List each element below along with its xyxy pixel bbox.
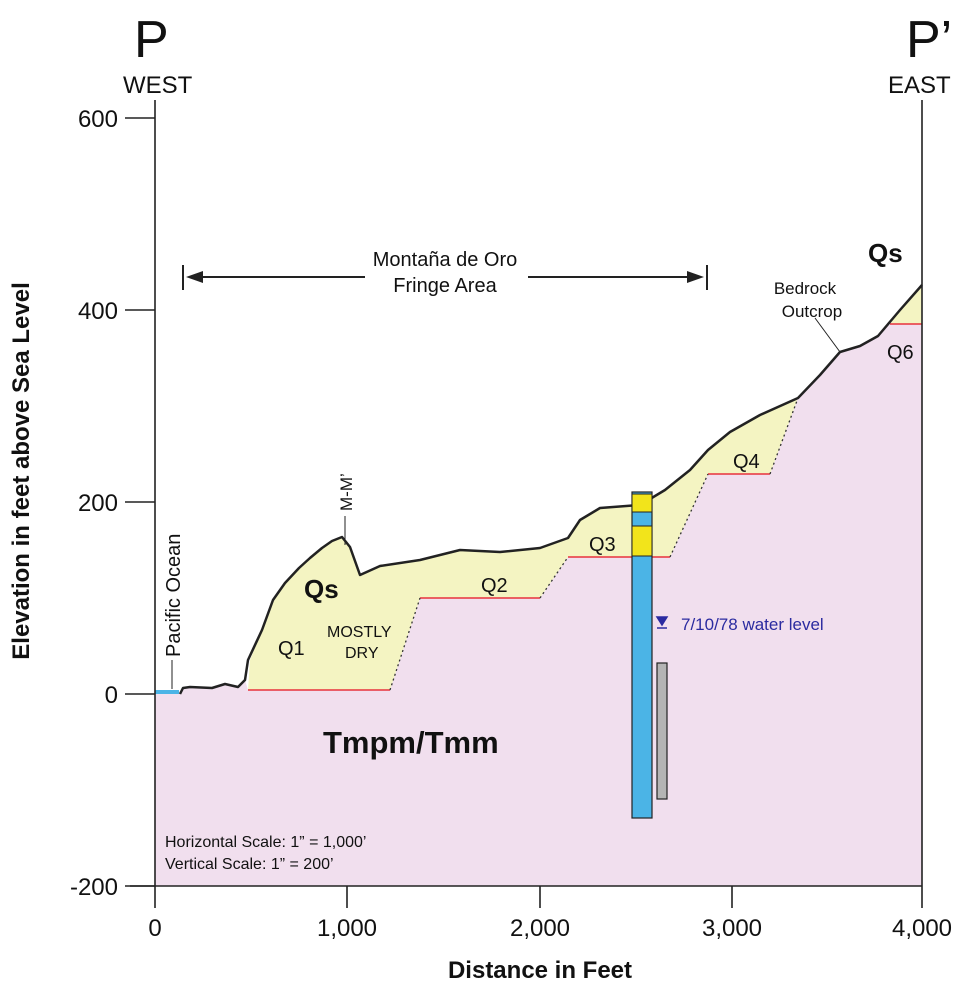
- fringe-area-arrow: [182, 265, 708, 290]
- qs-alluvium-left: [248, 537, 420, 690]
- y-tick-label: 0: [105, 682, 118, 709]
- y-tick-label: 600: [78, 106, 118, 133]
- y-tick-label: -200: [70, 874, 118, 901]
- x-tick-label: 4,000: [892, 915, 952, 942]
- y-axis-title: Elevation in feet above Sea Level: [8, 282, 35, 659]
- ground-surface-profile: [178, 284, 923, 695]
- well-screen: [656, 662, 668, 800]
- x-axis-ticks: [154, 886, 923, 908]
- fringe-area-label-line1: Montaña de Oro: [373, 249, 518, 271]
- water-level-symbol-icon: [655, 616, 669, 629]
- bedrock-outcrop-label-line2: Outcrop: [782, 302, 842, 321]
- horizontal-scale-note: Horizontal Scale: 1” = 1,000’: [165, 834, 366, 851]
- qs-alluvium-east: [708, 398, 798, 474]
- q4-label: Q4: [733, 451, 760, 473]
- bedrock-unit-label: Tmpm/Tmm: [323, 725, 499, 760]
- x-axis-title: Distance in Feet: [448, 957, 632, 984]
- q3-label: Q3: [589, 534, 616, 556]
- east-label: EAST: [888, 72, 951, 99]
- bedrock-outcrop-leader: [814, 317, 841, 353]
- x-tick-label: 0: [148, 915, 161, 942]
- qs-basal-contacts: [248, 323, 922, 691]
- west-section-letter: P: [134, 11, 169, 69]
- q1-label: Q1: [278, 638, 305, 660]
- qs-label-left: Qs: [304, 574, 339, 604]
- west-label: WEST: [123, 72, 193, 99]
- mostly-label: MOSTLY: [327, 624, 392, 641]
- q6-label: Q6: [887, 342, 914, 364]
- y-axis-ticks: [125, 117, 155, 887]
- q2-label: Q2: [481, 575, 508, 597]
- inferred-contacts: [389, 397, 799, 691]
- x-tick-label: 1,000: [317, 915, 377, 942]
- east-section-letter: P’: [906, 11, 952, 69]
- bedrock-outcrop-label-line1: Bedrock: [774, 279, 837, 298]
- pacific-ocean-water: [155, 690, 179, 694]
- pacific-ocean-label: Pacific Ocean: [163, 534, 185, 657]
- fringe-area-label-line2: Fringe Area: [393, 275, 497, 297]
- water-level-label: 7/10/78 water level: [681, 615, 824, 634]
- y-tick-label: 200: [78, 490, 118, 517]
- mm-section-label: M-M’: [337, 473, 356, 511]
- qs-label-right: Qs: [868, 238, 903, 268]
- x-tick-label: 3,000: [702, 915, 762, 942]
- dry-label: DRY: [345, 645, 379, 662]
- y-tick-label: 400: [78, 298, 118, 325]
- vertical-scale-note: Vertical Scale: 1” = 200’: [165, 856, 334, 873]
- bedrock-unit: [155, 324, 922, 886]
- qs-alluvium-mid: [360, 450, 708, 598]
- well-column: [631, 491, 653, 819]
- x-tick-label: 2,000: [510, 915, 570, 942]
